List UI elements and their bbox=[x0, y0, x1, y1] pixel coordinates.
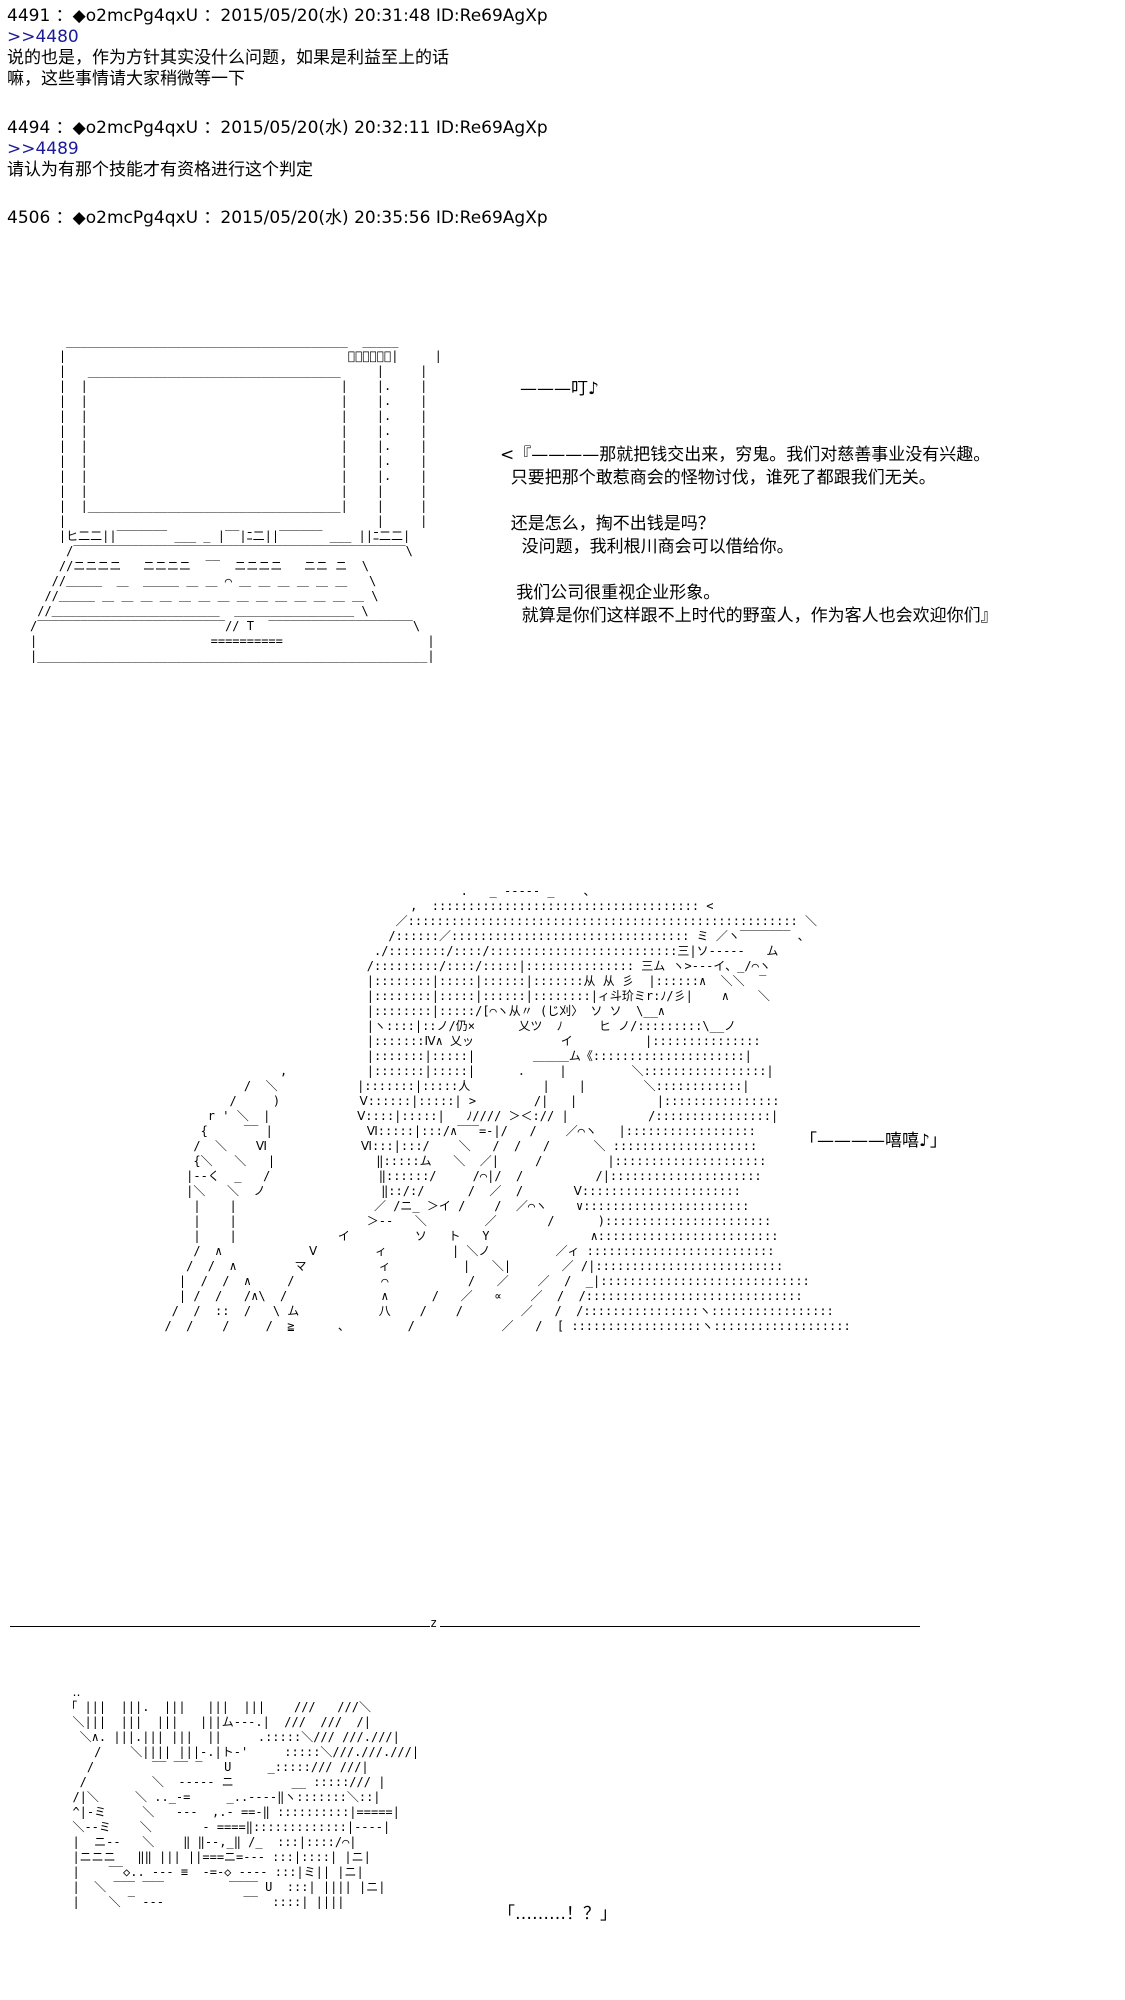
dialog-line bbox=[500, 559, 998, 582]
dialog-line bbox=[500, 490, 998, 513]
post-4494: 4494 ：◆o2mcPg4qxU ：2015/05/20(水) 20:32:1… bbox=[7, 118, 548, 181]
reply-link[interactable]: >>4489 bbox=[7, 139, 79, 159]
dialog-line: 就算是你们这样跟不上时代的野蛮人，作为客人也会欢迎你们』 bbox=[500, 606, 998, 626]
post-4506: 4506 ：◆o2mcPg4qxU ：2015/05/20(水) 20:35:5… bbox=[7, 208, 548, 229]
post-line: 嘛，这些事情请大家稍微等一下 bbox=[7, 69, 245, 89]
post-line: 说的也是，作为方针其实没什么问题，如果是利益至上的话 bbox=[7, 48, 449, 68]
laptop-ascii-art: _______________________________________ … bbox=[30, 334, 442, 663]
narration-block: <『————那就把钱交出来，穷鬼。我们对慈善事业没有兴趣。 只要把那个敢惹商会的… bbox=[500, 444, 998, 628]
reply-link[interactable]: >>4480 bbox=[7, 27, 79, 47]
dialog-line: <『————那就把钱交出来，穷鬼。我们对慈善事业没有兴趣。 bbox=[500, 445, 991, 465]
dialog-line: 没问题，我利根川商会可以借给你。 bbox=[500, 537, 794, 557]
post-header: 4491 ：◆o2mcPg4qxU ：2015/05/20(水) 20:31:4… bbox=[7, 6, 548, 26]
divider-left bbox=[10, 1626, 430, 1627]
divider-right bbox=[440, 1626, 920, 1627]
speech-text: 「————嘻嘻♪」 bbox=[800, 1131, 947, 1151]
dialog-line: 只要把那个敢惹商会的怪物讨伐，谁死了都跟我们无关。 bbox=[500, 468, 936, 488]
sound-effect-text: ———叮♪ bbox=[520, 379, 599, 399]
divider-glyph: z bbox=[430, 1616, 438, 1630]
closeup-ascii-art: ‥ 「 ||| |||. ||| ||| ||| /// ///＼ ＼||| |… bbox=[65, 1685, 420, 1909]
post-line: 请认为有那个技能才有资格进行这个判定 bbox=[7, 160, 313, 180]
speech-text: 「………！？」 bbox=[498, 1904, 617, 1924]
post-header: 4494 ：◆o2mcPg4qxU ：2015/05/20(水) 20:32:1… bbox=[7, 118, 548, 138]
post-header: 4506 ：◆o2mcPg4qxU ：2015/05/20(水) 20:35:5… bbox=[7, 208, 548, 228]
post-4491: 4491 ：◆o2mcPg4qxU ：2015/05/20(水) 20:31:4… bbox=[7, 6, 548, 90]
character-ascii-art: . _ -‐‐‐- _ 、 , ::::::::::::::::::::::::… bbox=[164, 884, 851, 1333]
dialog-line: 还是怎么，掏不出钱是吗？ bbox=[500, 514, 715, 534]
dialog-line: 我们公司很重视企业形象。 bbox=[500, 583, 721, 603]
